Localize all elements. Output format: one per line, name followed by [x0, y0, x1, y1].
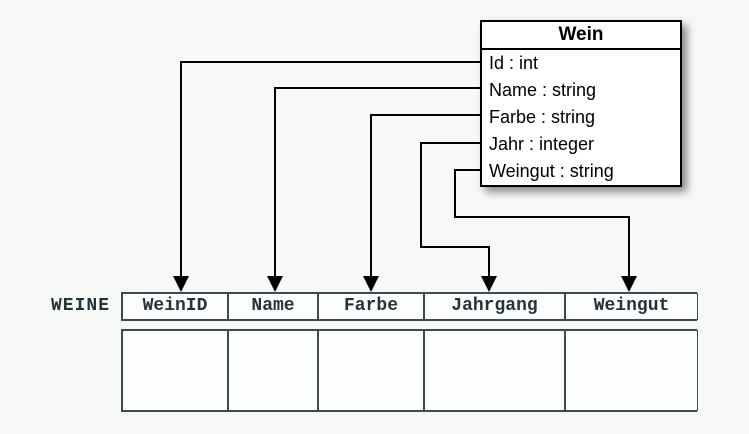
arrowhead-weingut: [621, 276, 637, 292]
arrowhead-weinid: [173, 276, 189, 292]
column-header-jahrgang: Jahrgang: [424, 293, 565, 320]
empty-cell: [565, 330, 698, 411]
class-attribute-farbe: Farbe : string: [489, 107, 596, 127]
empty-cell: [228, 330, 318, 411]
table-name-label: WEINE: [50, 296, 110, 316]
class-attribute-jahr: Jahr : integer: [489, 134, 595, 154]
connector-farbe-to-farbe: [370, 114, 480, 277]
column-header-weinid: WeinID: [122, 293, 228, 320]
column-header-weingut: Weingut: [565, 293, 698, 320]
class-attribute-weingut: Weingut : string: [489, 161, 614, 181]
empty-cell: [122, 330, 228, 411]
table-body-row: [121, 329, 698, 412]
connector-name-to-name: [274, 87, 480, 277]
uml-class-box-wein: Wein Id : int Name : string Farbe : stri…: [480, 20, 682, 187]
column-header-farbe: Farbe: [318, 293, 424, 320]
class-title: Wein: [482, 22, 680, 50]
connector-weingut-to-weingut: [454, 169, 630, 277]
connector-id-to-weinid: [180, 61, 480, 277]
empty-cell: [318, 330, 424, 411]
empty-cell: [424, 330, 565, 411]
arrowhead-jahrgang: [481, 276, 497, 292]
column-header-name: Name: [228, 293, 318, 320]
table-header-row: WeinID Name Farbe Jahrgang Weingut: [121, 292, 698, 321]
connector-jahr-to-jahrgang: [420, 142, 490, 277]
arrowhead-farbe: [363, 276, 379, 292]
class-attribute-id: Id : int: [489, 53, 539, 73]
arrowhead-name: [267, 276, 283, 292]
class-attribute-name: Name : string: [489, 80, 597, 100]
